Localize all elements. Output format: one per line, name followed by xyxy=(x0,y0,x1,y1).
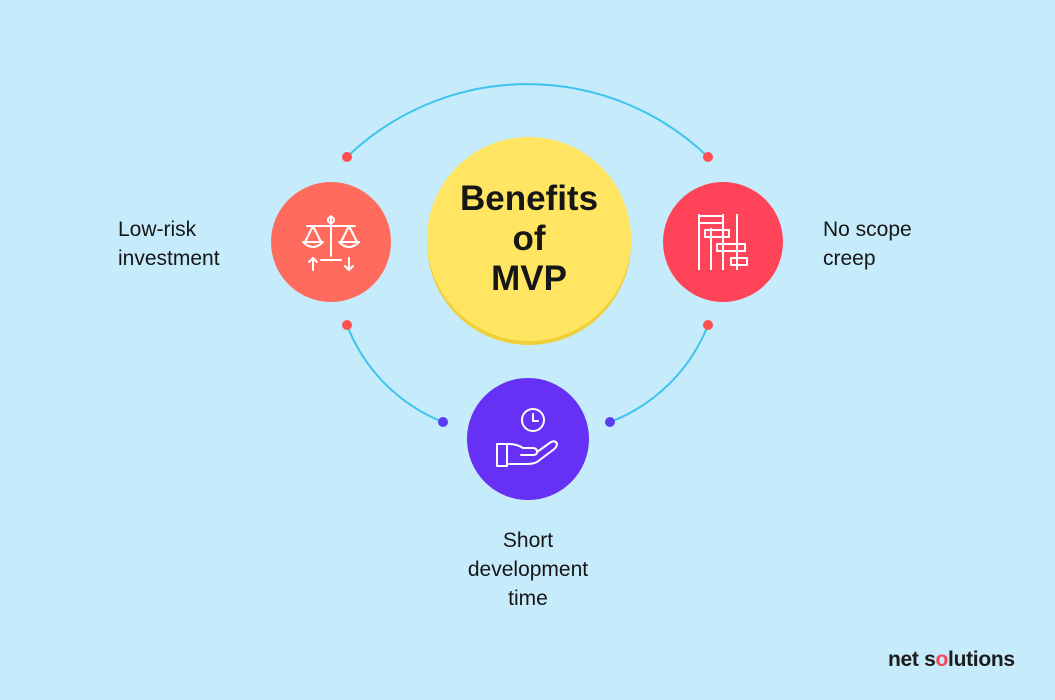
connector-dot xyxy=(605,417,615,427)
no-scope-creep-label: No scope creep xyxy=(823,218,912,270)
connector-dot xyxy=(438,417,448,427)
low-risk-node xyxy=(271,182,391,302)
brand-text: net s xyxy=(888,648,936,671)
low-risk-label: Low-risk investment xyxy=(118,218,220,270)
center-title: Benefits of MVP xyxy=(459,179,599,298)
net-solutions-logo: net solutions xyxy=(888,648,1015,672)
connector-dot xyxy=(342,152,352,162)
scope-bars-icon xyxy=(698,214,748,270)
connector-dot xyxy=(703,152,713,162)
center-node: Benefits of MVP xyxy=(427,137,631,341)
short-development-time-node xyxy=(467,378,589,500)
balance-scale-icon xyxy=(302,215,360,271)
no-scope-creep-node xyxy=(663,182,783,302)
connector-arc-bottom-right xyxy=(609,324,709,423)
connector-dot xyxy=(703,320,713,330)
brand-text: lutions xyxy=(948,648,1015,671)
connector-arc-top xyxy=(346,83,709,158)
brand-highlight: o xyxy=(935,648,949,671)
clock-hand-icon xyxy=(496,408,558,467)
connector-dot xyxy=(342,320,352,330)
connector-arc-bottom-left xyxy=(346,324,444,423)
short-development-time-label: Short development time xyxy=(467,529,589,610)
